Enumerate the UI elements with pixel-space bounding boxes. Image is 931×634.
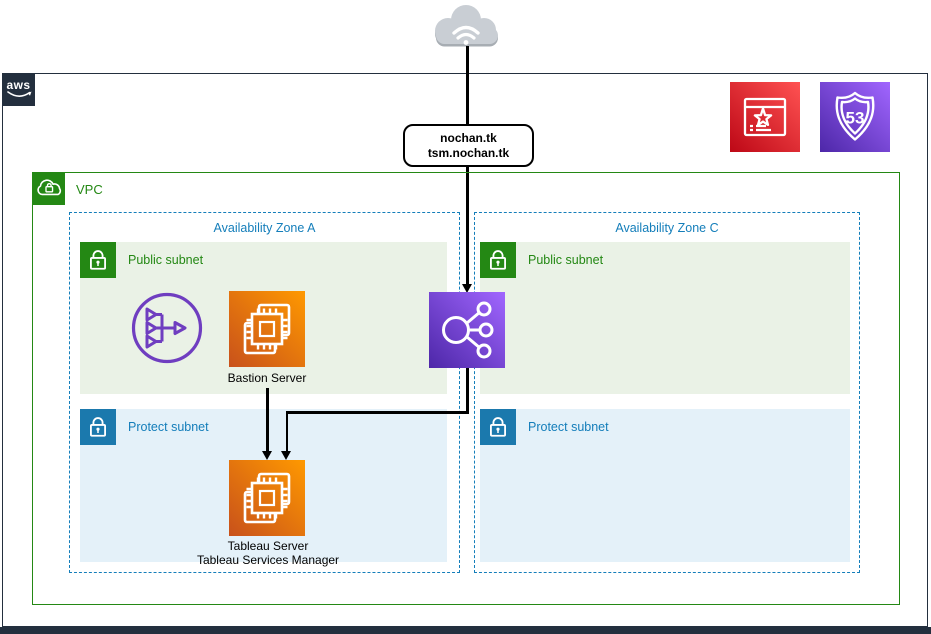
availability-zone-c-box[interactable]: Availability Zone C	[474, 212, 860, 573]
availability-zone-a-title: Availability Zone A	[213, 221, 316, 235]
connector-cloud-to-domain	[466, 46, 469, 124]
arrowhead-bastion-into-tableau	[261, 451, 272, 460]
aws-logo-text: aws	[6, 78, 31, 92]
domain-label-node[interactable]: nochan.tk tsm.nochan.tk	[403, 124, 534, 167]
connector-domain-to-elb	[466, 163, 469, 284]
domain-line2: tsm.nochan.tk	[427, 145, 510, 160]
public-subnet-a-label: Public subnet	[128, 253, 204, 267]
load-balancer-icon[interactable]	[429, 292, 505, 368]
vpc-icon	[32, 172, 65, 205]
public-subnet-lock-icon	[480, 242, 516, 278]
connector-elb-down	[466, 368, 469, 413]
connector-bastion-to-tableau	[266, 388, 269, 451]
availability-zone-c-title: Availability Zone C	[615, 221, 719, 235]
vpc-box[interactable]	[32, 172, 900, 605]
internet-gateway-icon[interactable]	[129, 290, 205, 366]
availability-zone-a-box[interactable]: Availability Zone A	[69, 212, 460, 573]
connector-elb-horizontal	[285, 411, 469, 414]
browser-star-icon[interactable]	[730, 82, 800, 152]
aws-cloud-frame[interactable]	[2, 73, 928, 627]
protect-subnet-lock-icon	[480, 409, 516, 445]
protect-subnet-c-box[interactable]: Protect subnet	[480, 409, 850, 562]
internet-cloud-icon[interactable]	[428, 1, 506, 49]
canvas-bottom-edge	[0, 627, 931, 634]
arrowhead-elb-into-tableau	[281, 451, 291, 460]
aws-smile-icon	[6, 91, 31, 97]
bastion-server-label: Bastion Server	[227, 371, 307, 385]
protect-subnet-a-label: Protect subnet	[128, 420, 209, 434]
aws-logo-icon: aws	[2, 73, 35, 106]
protect-subnet-c-label: Protect subnet	[528, 420, 609, 434]
route53-icon[interactable]: 53	[820, 82, 890, 152]
connector-elb-to-tableau	[285, 411, 288, 451]
tableau-label-line2: Tableau Services Manager	[196, 552, 340, 567]
public-subnet-c-box[interactable]: Public subnet	[480, 242, 850, 394]
bastion-ec2-icon[interactable]	[229, 291, 305, 367]
tableau-server-label: Tableau Server Tableau Services Manager	[178, 539, 358, 567]
tableau-label-line1: Tableau Server	[227, 539, 309, 553]
public-subnet-lock-icon	[80, 242, 116, 278]
public-subnet-c-label: Public subnet	[528, 253, 604, 267]
tableau-ec2-icon[interactable]	[229, 460, 305, 536]
vpc-label: VPC	[76, 182, 103, 197]
protect-subnet-lock-icon	[80, 409, 116, 445]
arrowhead-into-elb	[461, 284, 472, 293]
route53-number: 53	[846, 109, 865, 128]
domain-line1: nochan.tk	[440, 130, 497, 145]
